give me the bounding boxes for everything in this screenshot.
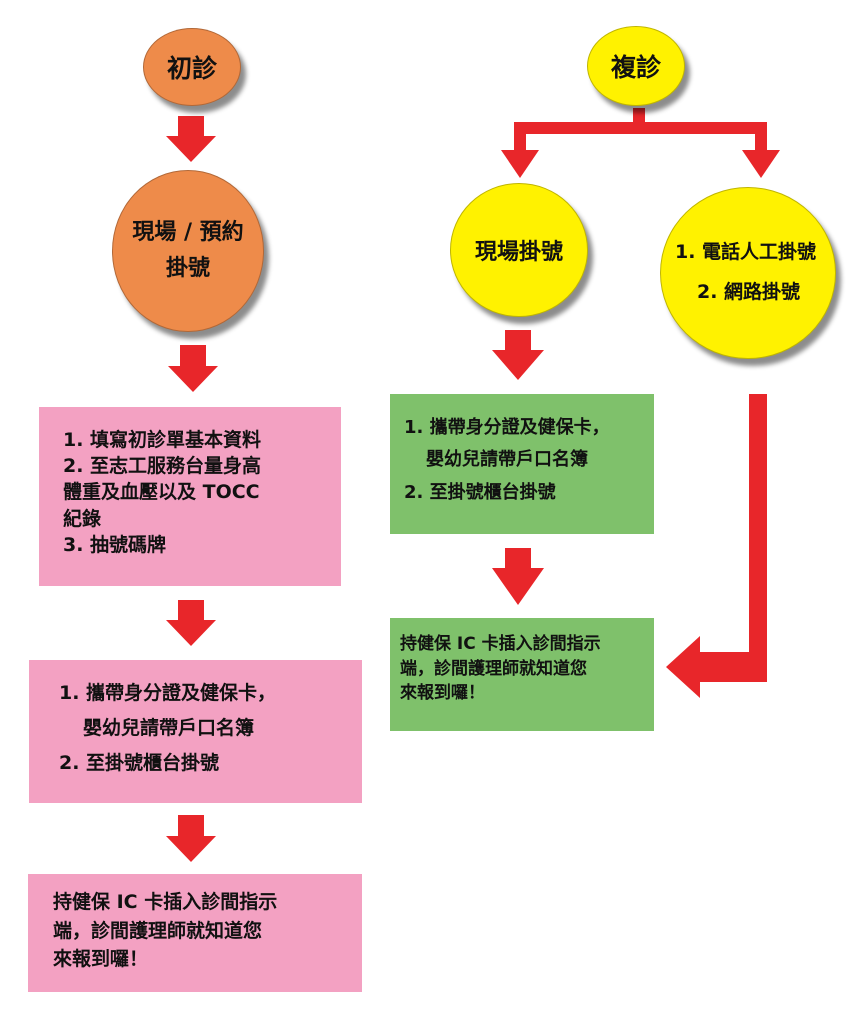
docs-line-3: 2. 至掛號櫃台掛號	[59, 752, 220, 775]
fu-docs-line-3: 2. 至掛號櫃台掛號	[404, 481, 556, 503]
arrow-down-4	[166, 815, 216, 862]
fu-docs-line-1: 1. 攜帶身分證及健保卡，	[404, 417, 610, 438]
first-visit-registration-circle: 現場 / 預約 掛號	[112, 170, 264, 332]
first-visit-steps-box: 1. 填寫初診單基本資料 2. 至志工服務台量身高 體重及血壓以及 TOCC 紀…	[39, 407, 341, 586]
step-1: 1. 填寫初診單基本資料	[63, 429, 262, 451]
follow-up-circle: 複診	[587, 26, 685, 106]
step-2-cont2: 紀錄	[63, 507, 102, 530]
first-visit-title: 初診	[166, 54, 217, 83]
arrow-down-3	[166, 600, 216, 646]
remote-line-vertical	[749, 394, 767, 682]
remote-option-1: 1. 電話人工掛號	[675, 241, 817, 264]
fu-checkin-line-3: 來報到囉！	[400, 683, 485, 704]
step-3: 3. 抽號碼牌	[63, 533, 167, 556]
branch-left-stem	[514, 122, 526, 152]
remote-line-horizontal	[700, 652, 767, 682]
onsite-registration-circle: 現場掛號	[450, 183, 588, 317]
branch-right-head	[742, 150, 780, 178]
docs-line-2: 嬰幼兒請帶戶口名簿	[83, 717, 255, 740]
remote-registration-circle: 1. 電話人工掛號 2. 網路掛號	[660, 187, 836, 359]
onsite-registration-label: 現場掛號	[474, 240, 563, 265]
follow-up-checkin-box: 持健保 IC 卡插入診間指示 端，診間護理師就知道您 來報到囉！	[390, 618, 654, 731]
arrow-down-5	[492, 330, 544, 380]
fu-checkin-line-1: 持健保 IC 卡插入診間指示	[400, 634, 601, 654]
checkin-line-3: 來報到囉！	[53, 948, 149, 970]
first-visit-checkin-box: 持健保 IC 卡插入診間指示 端，診間護理師就知道您 來報到囉！	[28, 874, 362, 992]
follow-up-title: 複診	[610, 53, 661, 82]
first-visit-docs-box: 1. 攜帶身分證及健保卡， 嬰幼兒請帶戶口名簿 2. 至掛號櫃台掛號	[29, 660, 362, 803]
arrow-down-6	[492, 548, 544, 605]
fu-checkin-line-2: 端，診間護理師就知道您	[400, 658, 587, 679]
branch-right-stem	[755, 122, 767, 152]
registration-line-2: 掛號	[165, 256, 210, 281]
step-2-cont: 體重及血壓以及 TOCC	[63, 481, 260, 504]
first-visit-circle: 初診	[143, 28, 241, 106]
branch-bar	[514, 122, 767, 134]
arrow-down-2	[168, 345, 218, 392]
docs-line-1: 1. 攜帶身分證及健保卡，	[59, 682, 277, 704]
step-2: 2. 至志工服務台量身高	[63, 455, 262, 478]
checkin-line-2: 端，診間護理師就知道您	[53, 919, 263, 942]
remote-arrow-head	[666, 636, 700, 698]
branch-left-head	[501, 150, 539, 178]
arrow-down-1	[166, 116, 216, 162]
checkin-line-1: 持健保 IC 卡插入診間指示	[53, 891, 278, 913]
remote-option-2: 2. 網路掛號	[697, 281, 801, 303]
follow-up-docs-box: 1. 攜帶身分證及健保卡， 嬰幼兒請帶戶口名簿 2. 至掛號櫃台掛號	[390, 394, 654, 534]
fu-docs-line-2: 嬰幼兒請帶戶口名簿	[426, 449, 588, 471]
registration-line-1: 現場 / 預約	[132, 219, 244, 245]
